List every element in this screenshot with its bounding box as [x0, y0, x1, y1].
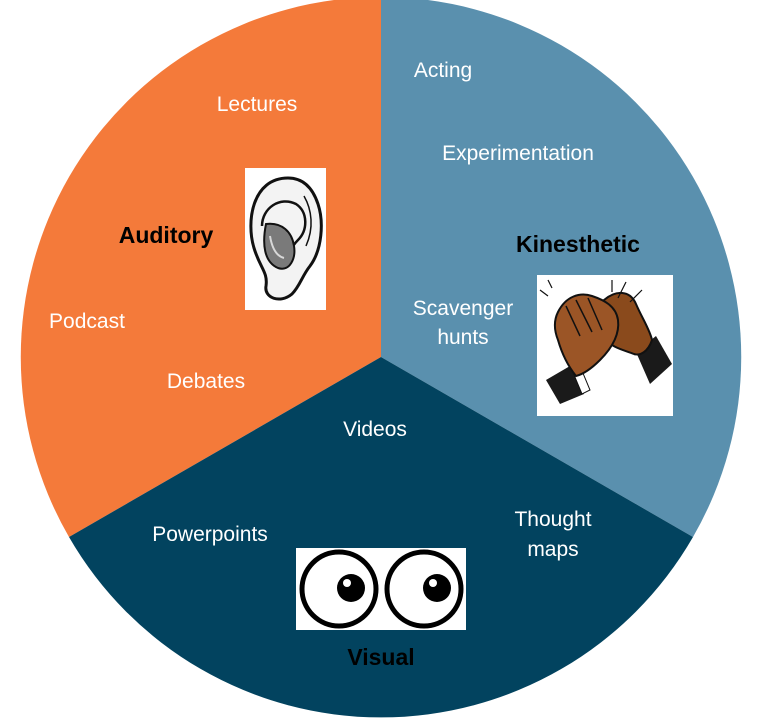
visual-item-videos: Videos — [343, 418, 407, 441]
visual-section — [69, 357, 693, 718]
kinesthetic-title: Kinesthetic — [516, 231, 640, 257]
kinesthetic-item-scavenger: Scavenger — [413, 297, 513, 320]
auditory-item-podcast: Podcast — [49, 310, 125, 333]
visual-item-thought: Thought — [514, 508, 591, 531]
visual-item-powerpoints: Powerpoints — [152, 523, 268, 546]
auditory-title: Auditory — [119, 222, 214, 248]
auditory-section — [20, 0, 381, 537]
eyes-icon — [296, 548, 466, 630]
visual-title: Visual — [347, 644, 414, 670]
visual-item-maps: maps — [527, 538, 578, 561]
kinesthetic-item-experimentation: Experimentation — [442, 142, 594, 165]
ear-icon — [245, 168, 326, 310]
kinesthetic-item-acting: Acting — [414, 59, 472, 82]
clapping-hands-icon — [537, 275, 673, 416]
kinesthetic-item-hunts: hunts — [437, 326, 488, 349]
auditory-item-debates: Debates — [167, 370, 245, 393]
auditory-item-lectures: Lectures — [217, 93, 298, 116]
